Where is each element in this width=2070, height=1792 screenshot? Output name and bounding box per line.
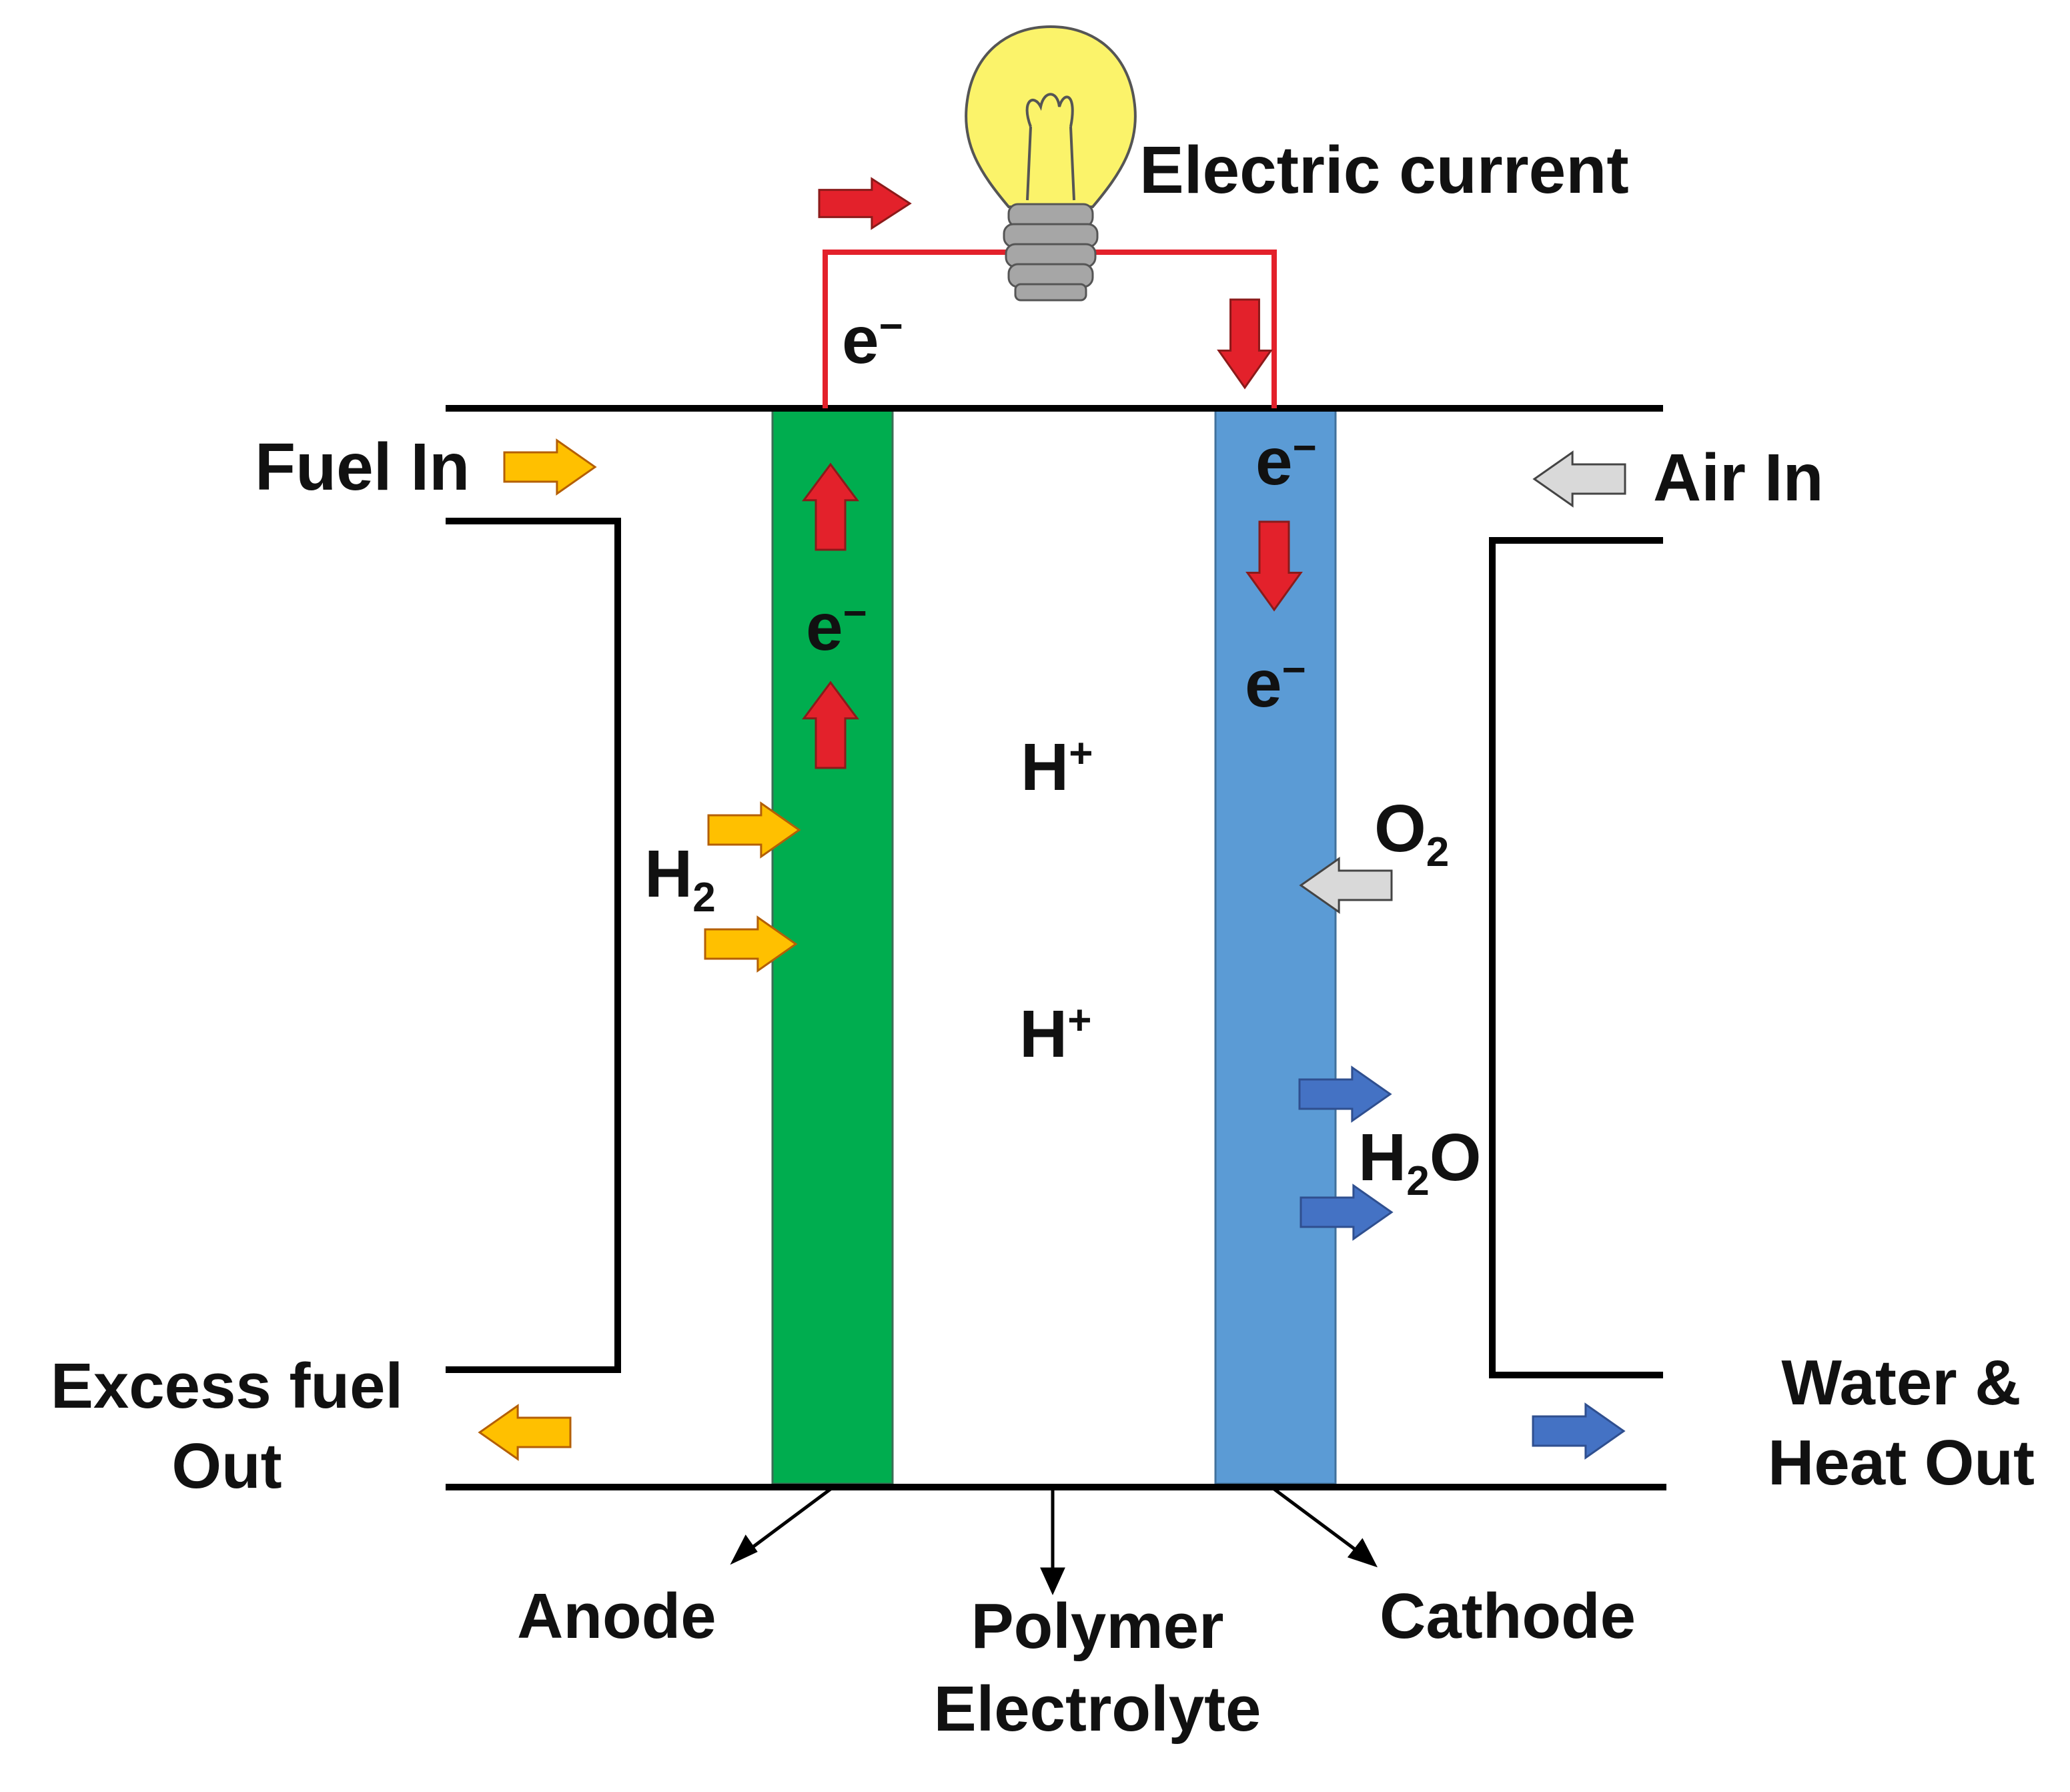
water-arrow-lower	[1300, 1184, 1394, 1241]
light-bulb-icon	[965, 25, 1137, 302]
electron-label-cathode-top: e−	[1255, 424, 1317, 499]
air-in-label: Air In	[1653, 440, 1824, 515]
water-label: H2O	[1358, 1120, 1482, 1204]
proton-label-lower: H+	[1019, 997, 1092, 1071]
cell-housing	[446, 405, 1666, 1490]
bulb-filament	[1025, 93, 1075, 201]
fuel-in-arrow	[503, 438, 597, 496]
fuel-in-label: Fuel In	[255, 430, 470, 504]
water-heat-out-line1: Water &	[1781, 1347, 2021, 1418]
hydrogen-label: H2	[644, 837, 716, 921]
water-arrow-upper	[1298, 1065, 1392, 1123]
water-heat-out-label: Water & Heat Out	[1734, 1351, 2068, 1495]
water-heat-out-line2: Heat Out	[1767, 1427, 2035, 1498]
bulb-glass	[965, 25, 1137, 208]
electric-current-label: Electric current	[1139, 133, 1629, 207]
excess-fuel-out-arrow	[478, 1404, 572, 1461]
oxygen-label: O2	[1374, 791, 1450, 875]
electron-arrow-anode-up-1	[802, 462, 859, 551]
hydrogen-arrow-lower	[704, 915, 798, 973]
electron-label-cathode: e−	[1245, 646, 1306, 721]
flow-arrows	[478, 177, 1626, 1461]
oxygen-arrow	[1299, 857, 1393, 914]
air-in-arrow	[1532, 450, 1626, 508]
electron-arrow-anode-up-2	[802, 681, 859, 769]
excess-fuel-out-label: Excess fuel Out	[20, 1354, 434, 1498]
polymer-electrolyte-line2: Electrolyte	[933, 1673, 1261, 1745]
proton-label-upper: H+	[1021, 730, 1093, 805]
polymer-electrolyte-label: Polymer Electrolyte	[904, 1595, 1291, 1741]
electron-arrow-wire-down	[1217, 298, 1273, 390]
hydrogen-arrow-upper	[707, 801, 801, 859]
water-heat-out-arrow	[1532, 1402, 1626, 1460]
excess-fuel-out-line2: Out	[171, 1430, 282, 1502]
electron-label-anode: e−	[806, 590, 867, 664]
polymer-electrolyte-line1: Polymer	[971, 1591, 1224, 1662]
electron-label-wire: e−	[842, 303, 903, 378]
label-pointers	[730, 1487, 1378, 1596]
bulb-base	[1003, 203, 1099, 302]
air-channel-wall	[1489, 537, 1663, 1378]
fuel-channel-wall	[446, 518, 621, 1373]
electron-arrow-wire-right	[818, 177, 912, 230]
electron-arrow-cathode-down	[1245, 520, 1303, 612]
excess-fuel-out-line1: Excess fuel	[50, 1350, 404, 1422]
anode-label: Anode	[517, 1581, 716, 1652]
cathode-label: Cathode	[1380, 1581, 1636, 1652]
